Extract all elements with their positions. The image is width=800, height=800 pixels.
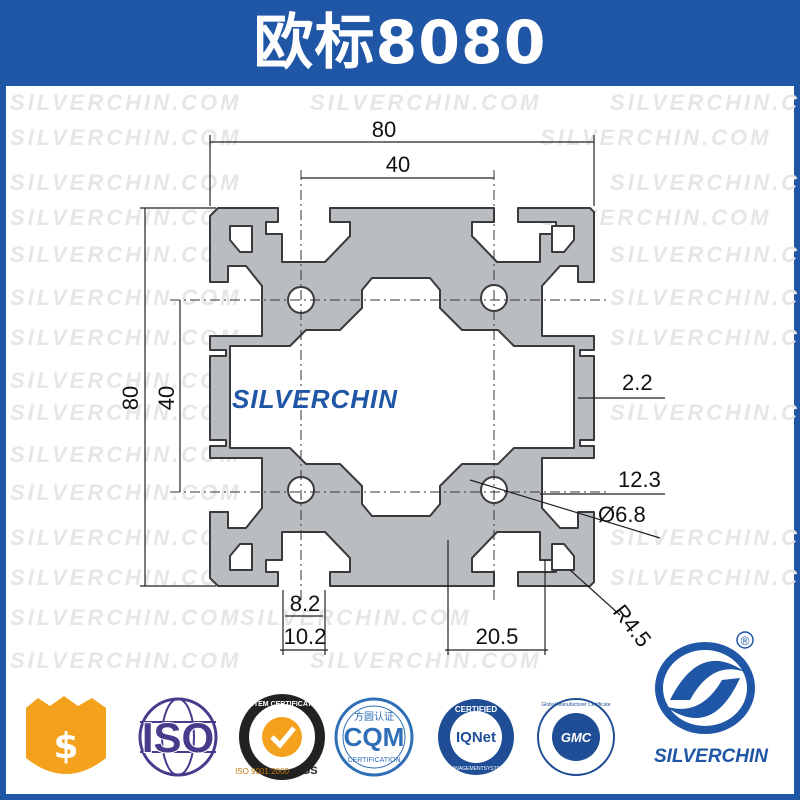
center-cavity: [229, 277, 575, 517]
watermark-text: SILVERCHIN.COM: [310, 648, 541, 673]
watermark-text: SILVERCHIN.COM: [610, 565, 800, 590]
watermark-text: SILVERCHIN.COM: [610, 400, 800, 425]
title-bar: 欧标8080: [0, 0, 800, 86]
svg-text:$: $: [53, 726, 78, 767]
watermark-text: SILVERCHIN.COM: [610, 325, 800, 350]
watermark-text: SILVERCHIN.COM: [10, 242, 241, 267]
watermark-text: SILVERCHIN.COM: [10, 442, 241, 467]
watermark-text: SILVERCHIN.COM: [10, 170, 241, 195]
iqnet-main: IQNet: [456, 729, 496, 746]
iqnet-top: CERTIFIED: [455, 705, 497, 714]
center-lines: [170, 170, 610, 600]
sgs-badge: SYSTEM CERTIFICATION ISO 9001:2000 SGS: [235, 694, 325, 780]
gmc-badge: Global Manufacturer Certificate GMC: [537, 698, 615, 776]
silverchin-logo: ® SILVERCHIN: [654, 631, 769, 767]
iqnet-bottom: MANAGEMENTSYSTEM: [448, 766, 504, 772]
watermark-text: SILVERCHIN.COM: [10, 605, 241, 630]
watermark-text: SILVERCHIN.COM: [240, 605, 471, 630]
corner-pocket: [551, 543, 575, 571]
dim-overall-width: 80: [372, 117, 396, 142]
cqm-top: 方圆认证: [354, 710, 394, 723]
watermark-text: SILVERCHIN.COM: [310, 90, 541, 115]
dim-slot-pitch-height: 40: [154, 386, 179, 410]
dim-overall-height: 80: [118, 386, 143, 410]
watermark-text: SILVERCHIN.COM: [540, 125, 771, 150]
watermark-text: SILVERCHIN.COM: [10, 400, 241, 425]
cqm-badge: 方圆认证 CQM CERTIFICATION: [334, 697, 414, 777]
dim-slot-outer: 10.2: [284, 624, 327, 649]
registered-mark: ®: [741, 634, 750, 648]
watermark-text: SILVERCHIN.COM: [610, 90, 800, 115]
dim-hole-diameter: Ø6.8: [598, 502, 646, 527]
corner-pocket: [229, 225, 253, 253]
watermark-text: SILVERCHIN.COM: [10, 285, 241, 310]
sgs-standard: ISO 9001:2000: [235, 767, 289, 776]
watermark-text: SILVERCHIN.COM: [610, 285, 800, 310]
profile-brand-label: SILVERCHIN: [232, 384, 398, 414]
gmc-ring-text: Global Manufacturer Certificate: [541, 702, 610, 708]
iso-label: ISO: [142, 714, 214, 761]
dim-slot-inner: 8.2: [290, 591, 321, 616]
watermark-text: SILVERCHIN.COM: [10, 90, 241, 115]
corner-pocket: [551, 225, 575, 253]
sgs-ring-text: SYSTEM CERTIFICATION: [240, 701, 324, 708]
gmc-main: GMC: [561, 730, 592, 745]
dim-corner-radius: R4.5: [608, 600, 656, 652]
watermark-text: SILVERCHIN.COM: [10, 325, 241, 350]
watermark-layer: SILVERCHIN.COM SILVERCHIN.COM SILVERCHIN…: [10, 90, 800, 673]
watermark-text: SILVERCHIN.COM: [10, 205, 241, 230]
dim-wall-thickness: 2.2: [622, 370, 653, 395]
watermark-text: SILVERCHIN.COM: [10, 648, 241, 673]
watermark-text: SILVERCHIN.COM: [10, 525, 241, 550]
page-title: 欧标8080: [253, 8, 547, 78]
iso-badge: ISO: [138, 697, 218, 777]
watermark-text: SILVERCHIN.COM: [10, 125, 241, 150]
shield-icon: $: [26, 696, 106, 774]
dimension-lines: [140, 135, 665, 655]
dim-offset: 20.5: [476, 624, 519, 649]
watermark-text: SILVERCHIN.COM: [10, 368, 241, 393]
corner-pocket: [229, 543, 253, 571]
watermark-text: SILVERCHIN.COM: [610, 242, 800, 267]
watermark-text: SILVERCHIN.COM: [10, 480, 241, 505]
dim-slot-pitch-width: 40: [386, 152, 410, 177]
cqm-bottom: CERTIFICATION: [347, 757, 400, 764]
watermark-text: SILVERCHIN.COM: [610, 170, 800, 195]
iqnet-badge: CERTIFIED IQNet MANAGEMENTSYSTEM: [438, 699, 514, 775]
watermark-text: SILVERCHIN.COM: [610, 525, 800, 550]
cqm-main: CQM: [344, 722, 405, 752]
dim-core: 12.3: [618, 467, 661, 492]
certification-row: $ ISO SYSTEM CERTIFICATION ISO 9001:2000…: [26, 694, 615, 780]
brand-name: SILVERCHIN: [654, 746, 769, 767]
sgs-mark: SGS: [294, 765, 317, 777]
